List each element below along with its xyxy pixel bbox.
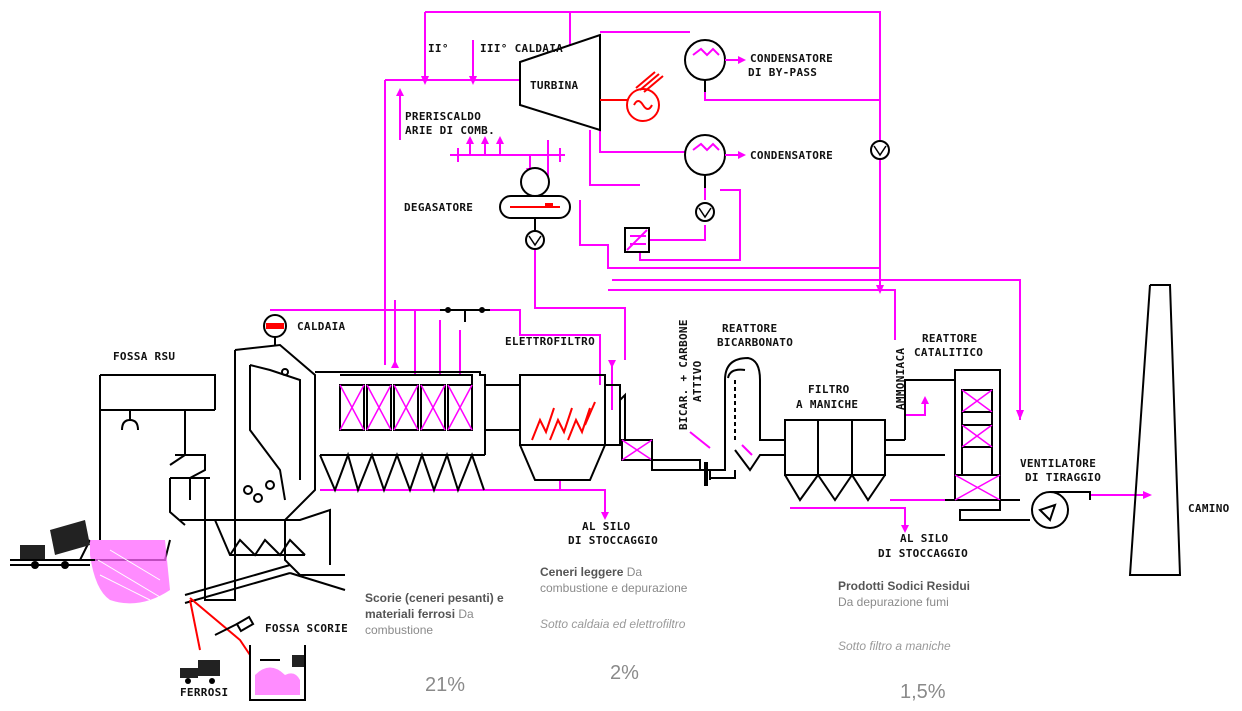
ventilatore-label-2: DI TIRAGGIO <box>1025 471 1101 484</box>
reattore-cat-label-1: REATTORE <box>922 332 977 345</box>
note-prodotti-text: Da depurazione fumi <box>838 595 949 609</box>
silo1-label-1: AL SILO <box>582 520 631 533</box>
waste-heap <box>90 540 170 603</box>
condenser-arrow <box>738 151 746 159</box>
camino-label: CAMINO <box>1188 502 1230 515</box>
ventilatore-label-1: VENTILATORE <box>1020 457 1096 470</box>
reattore-cat-label-2: CATALITICO <box>914 346 983 359</box>
fossa-rsu-label: FOSSA RSU <box>113 350 175 363</box>
bicar-label-1: BICAR. + CARBONE <box>677 319 690 430</box>
cond-bypass-label-2: DI BY-PASS <box>748 66 817 79</box>
note-ceneri-bold: Ceneri leggere <box>540 565 623 579</box>
note-prodotti-bold: Prodotti Sodici Residui <box>838 579 970 593</box>
bypass-arrow <box>738 56 746 64</box>
heat-exchanger <box>625 228 649 252</box>
ferrosi-label: FERROSI <box>180 686 228 699</box>
preriscaldo-label-2: ARIE DI COMB. <box>405 124 495 137</box>
pct-ceneri: 2% <box>610 662 639 685</box>
boiler-drum <box>264 315 286 345</box>
caldaia-ii-label: II° <box>428 42 449 55</box>
note-scorie-bold: Scorie (ceneri pesanti) e materiali ferr… <box>365 591 504 621</box>
silo1-label-2: DI STOCCAGGIO <box>568 534 658 547</box>
note-scorie: Scorie (ceneri pesanti) e materiali ferr… <box>365 590 525 638</box>
note-ceneri: Ceneri leggere Da combustione e depurazi… <box>540 564 710 596</box>
tube-bundles <box>340 375 472 430</box>
bicar-label-2: ATTIVO <box>691 360 704 402</box>
note-ceneri-sub: Sotto caldaia ed elettrofiltro <box>540 616 685 632</box>
damper-duct <box>622 440 710 486</box>
note-prodotti-sub-text: Sotto filtro a maniche <box>838 639 951 653</box>
slag-heap <box>255 668 300 696</box>
esp-electrodes-icon <box>532 402 595 440</box>
silo2-label-2: DI STOCCAGGIO <box>878 547 968 560</box>
reattore-bic-label-1: REATTORE <box>722 322 777 335</box>
catalytic-reactor <box>905 370 1020 500</box>
caldaia-label: CALDAIA <box>297 320 346 333</box>
pct-prodotti: 1,5% <box>900 681 946 704</box>
condensatore-label: CONDENSATORE <box>750 149 833 162</box>
steam-water-piping <box>270 12 1150 525</box>
silo2-label-1: AL SILO <box>900 532 949 545</box>
filtro-label-1: FILTRO <box>808 383 850 396</box>
valve-symbol <box>440 308 490 322</box>
generator <box>600 72 663 121</box>
degasatore-label: DEGASATORE <box>404 201 473 214</box>
filtro-label-2: A MANICHE <box>796 398 858 411</box>
elettrofiltro-label: ELETTROFILTRO <box>505 335 595 348</box>
reattore-bic-label-2: BICARBONATO <box>717 336 793 349</box>
main-condenser <box>685 135 725 188</box>
furnace <box>170 345 345 600</box>
note-prodotti-sub: Sotto filtro a maniche <box>838 638 951 654</box>
preriscaldo-label-1: PRERISCALDO <box>405 110 481 123</box>
fossa-scorie-label: FOSSA SCORIE <box>265 622 348 635</box>
waste-pit <box>10 375 215 565</box>
degasser <box>500 168 570 232</box>
slag-conveyor <box>185 565 290 655</box>
note-prodotti: Prodotti Sodici Residui Da depurazione f… <box>838 578 1028 610</box>
cond-bypass-label-1: CONDENSATORE <box>750 52 833 65</box>
truck-icon <box>10 520 95 569</box>
bicarbonate-reactor <box>710 358 785 478</box>
bypass-condenser <box>685 40 725 92</box>
turbina-label: TURBINA <box>530 79 579 92</box>
note-ceneri-sub-text: Sotto caldaia ed elettrofiltro <box>540 617 685 631</box>
chimney <box>1130 285 1180 575</box>
pct-scorie: 21% <box>425 674 465 697</box>
caldaia-iii-label: III° CALDAIA <box>480 42 563 55</box>
bag-filter <box>785 420 945 500</box>
